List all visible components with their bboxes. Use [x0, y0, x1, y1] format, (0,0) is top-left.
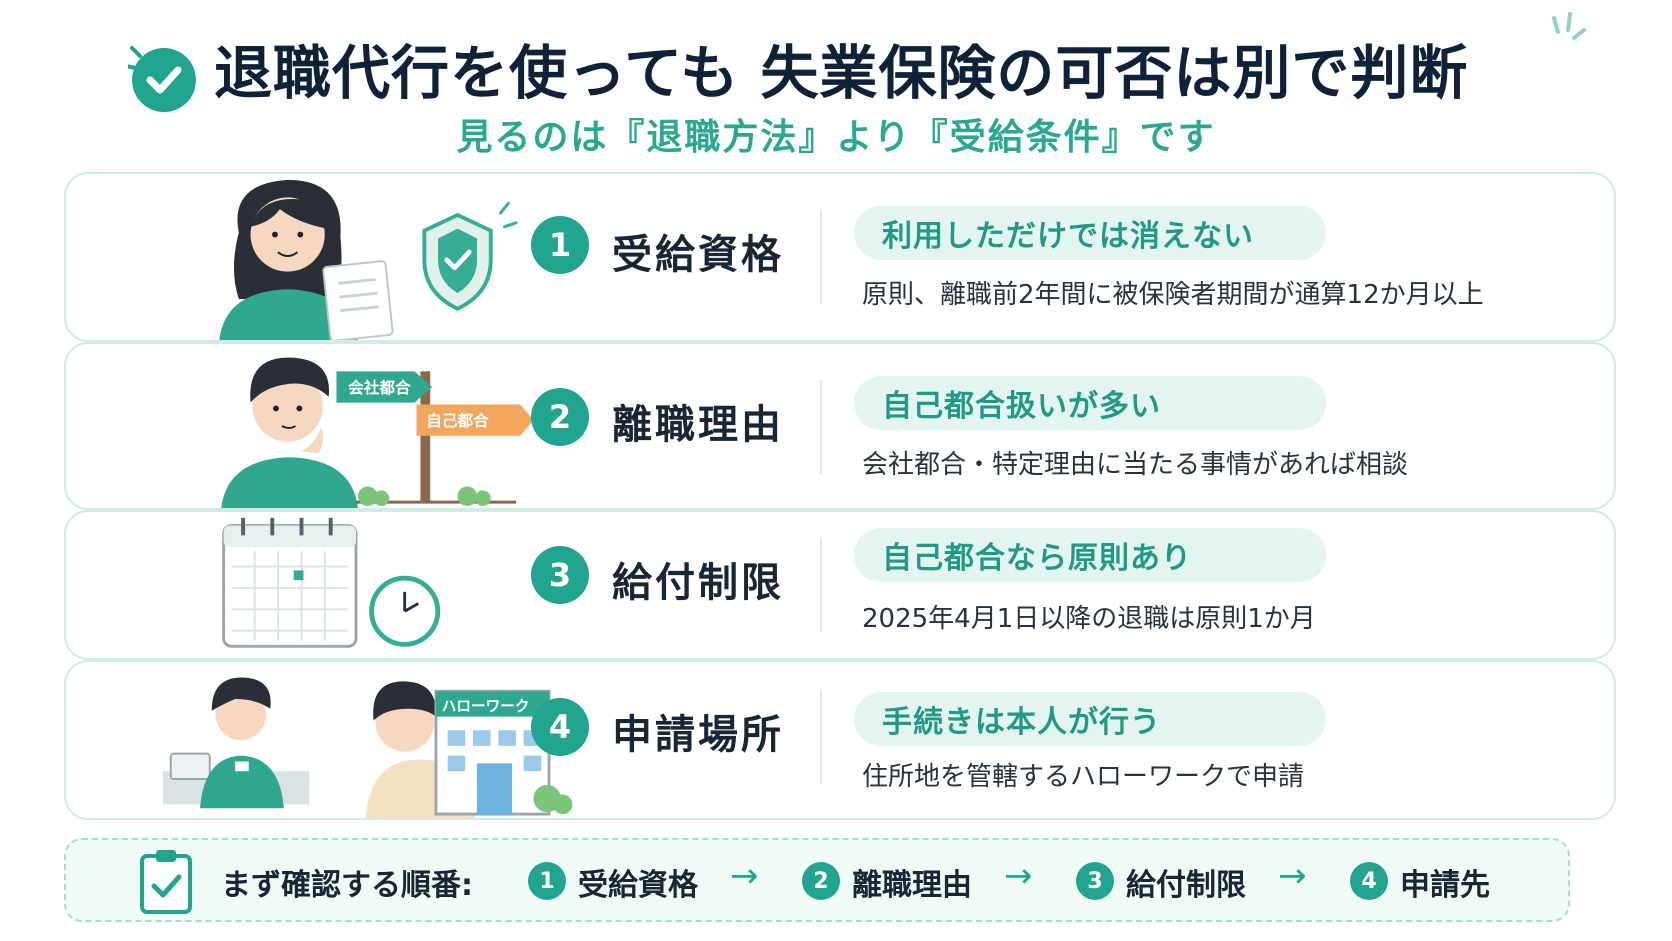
card-benefit-restriction: 3 給付制限 自己都合なら原則あり 2025年4月1日以降の退職は原則1か月: [64, 510, 1616, 660]
card-desc-eligibility: 原則、離職前2年間に被保険者期間が通算12か月以上: [862, 280, 1484, 310]
footer-step-number-3: 3: [1076, 862, 1114, 900]
footer-step-number-1: 1: [528, 862, 566, 900]
card-divider: [820, 538, 822, 632]
card-pill-benefit-restriction: 自己都合なら原則あり: [854, 528, 1326, 582]
step-number-1: 1: [531, 216, 589, 274]
header: 退職代行を使っても 失業保険の可否は別で判断 見るのは『退職方法』より『受給条件…: [0, 0, 1672, 160]
step-number-2: 2: [531, 388, 589, 446]
person-document-shield-icon: [219, 179, 518, 340]
footer-step-1: 受給資格: [578, 868, 698, 903]
calendar-clock-icon: [222, 517, 441, 648]
card-desc-separation-reason: 会社都合・特定理由に当たる事情があれば相談: [862, 450, 1409, 480]
footer-step-number-4: 4: [1350, 862, 1388, 900]
page-subtitle: 見るのは『退職方法』より『受給条件』です: [456, 117, 1216, 158]
card-divider: [820, 690, 822, 784]
sign-company-reason: 会社都合: [348, 378, 411, 397]
arrow-right-icon: →: [730, 856, 759, 896]
card-separation-reason: 会社都合 自己都合 2 離職理由 自己都合扱いが多い 会社都合・特定理由に当たる…: [64, 342, 1616, 510]
page-title: 退職代行を使っても 失業保険の可否は別で判断: [214, 39, 1469, 107]
card-desc-benefit-restriction: 2025年4月1日以降の退職は原則1か月: [862, 604, 1316, 634]
card-label-application-place: 申請場所: [612, 712, 784, 758]
person-signpost-icon: 会社都合 自己都合: [221, 357, 534, 508]
footer-step-3: 給付制限: [1126, 868, 1246, 903]
card-label-eligibility: 受給資格: [612, 232, 784, 278]
footer-step-2: 離職理由: [852, 868, 972, 903]
card-eligibility: 1 受給資格 利用しただけでは消えない 原則、離職前2年間に被保険者期間が通算1…: [64, 172, 1616, 342]
sparkle-icon: [1552, 12, 1586, 40]
card-divider: [820, 380, 822, 474]
footer-step-4: 申請先: [1400, 868, 1490, 903]
card-divider: [820, 210, 822, 304]
card-label-separation-reason: 離職理由: [612, 402, 784, 448]
step-number-4: 4: [531, 698, 589, 756]
hello-work-sign: ハローワーク: [442, 698, 530, 715]
check-circle-icon: [128, 46, 196, 112]
step-number-3: 3: [531, 546, 589, 604]
check-order-bar: まず確認する順番: 1 受給資格 → 2 離職理由 → 3 給付制限 → 4 申…: [64, 838, 1570, 922]
card-label-benefit-restriction: 給付制限: [612, 560, 784, 606]
footer-step-number-2: 2: [802, 862, 840, 900]
arrow-right-icon: →: [1278, 856, 1307, 896]
arrow-right-icon: →: [1004, 856, 1033, 896]
hello-work-counter-icon: ハローワーク: [162, 677, 573, 818]
card-pill-eligibility: 利用しただけでは消えない: [854, 206, 1326, 260]
card-pill-application-place: 手続きは本人が行う: [854, 692, 1326, 746]
check-order-label: まず確認する順番:: [221, 868, 473, 903]
card-pill-separation-reason: 自己都合扱いが多い: [854, 376, 1326, 430]
card-application-place: ハローワーク 4 申請場所 手続きは本人が行う 住所地を管轄するハローワークで申…: [64, 660, 1616, 820]
sign-self-reason: 自己都合: [426, 411, 489, 430]
clipboard-check-icon: [140, 850, 192, 914]
card-desc-application-place: 住所地を管轄するハローワークで申請: [862, 762, 1305, 792]
